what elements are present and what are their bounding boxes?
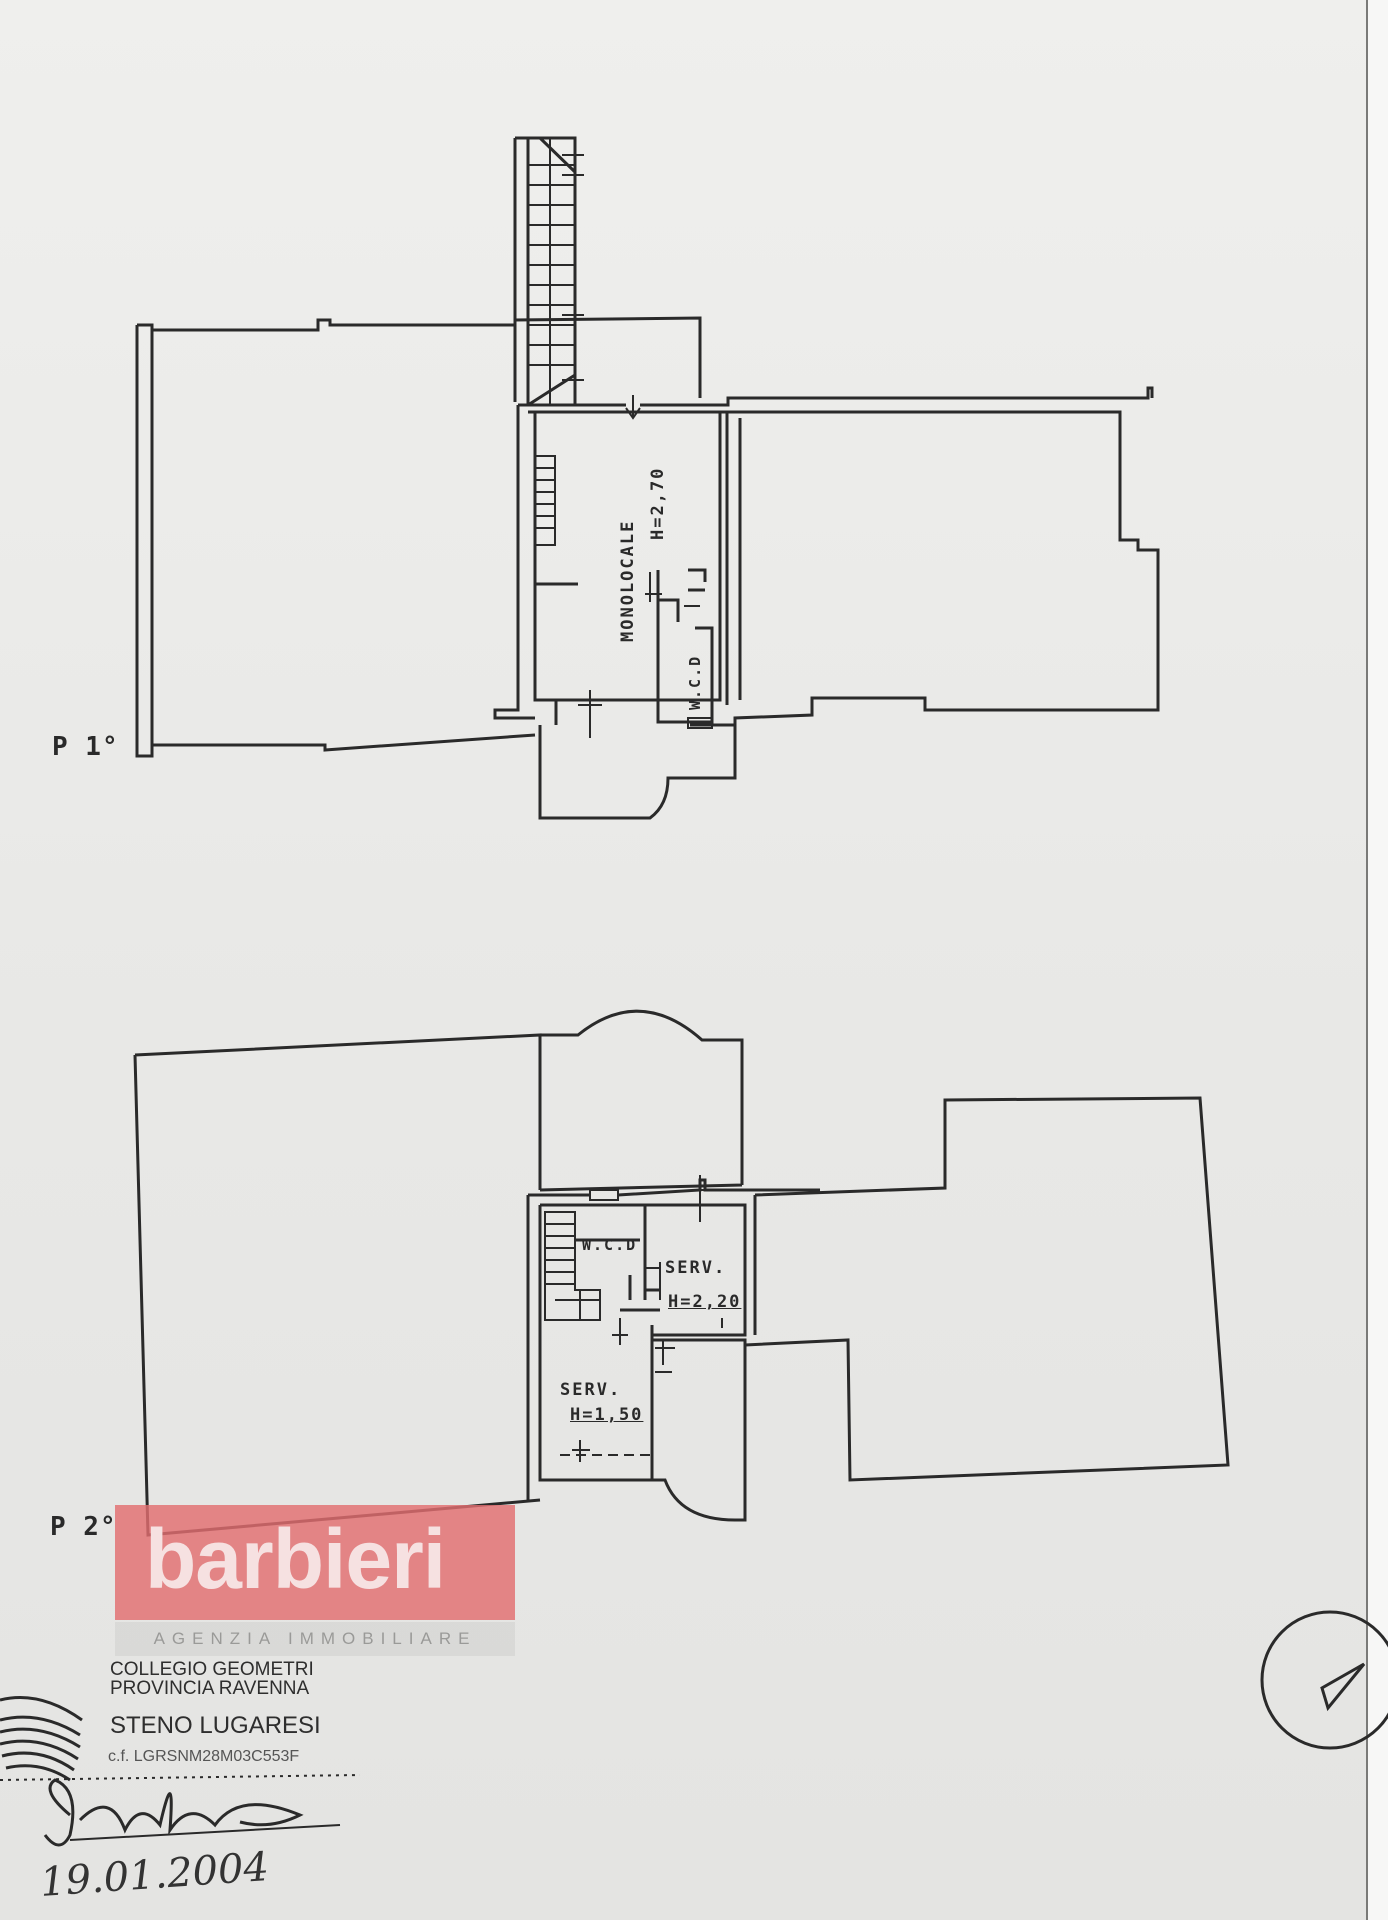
serv-lower-height: H=1,50: [570, 1405, 644, 1425]
p1-porch-door: [578, 690, 602, 738]
north-arrow-icon: [1260, 1610, 1388, 1750]
monolocale-label: MONOLOCALE: [618, 519, 638, 642]
stamp-college: COLLEGIO GEOMETRI PROVINCIA RAVENNA: [110, 1660, 314, 1698]
agency-tagline: AGENZIA IMMOBILIARE: [115, 1622, 515, 1656]
wc-p2-label: W.C.D: [582, 1236, 638, 1254]
p2-wc-door: [612, 1262, 661, 1345]
floor-label-p2: P 2°: [50, 1512, 117, 1542]
wc-p1-label: W.C.D: [686, 654, 704, 710]
p1-internal-stair: [535, 455, 556, 546]
p2-core-window: [589, 1189, 619, 1201]
p1-entry-arrow: [625, 395, 641, 420]
floor-label-p1: P 1°: [52, 732, 119, 762]
p2-left-block-wall: [133, 1033, 542, 1537]
monolocale-height: H=2,70: [648, 466, 668, 540]
p2-serv-lower-door: [655, 1340, 675, 1373]
p1-right-block-wall: [690, 410, 1160, 727]
p1-stair-ticks: [562, 154, 584, 381]
p1-left-block-wall: [135, 316, 702, 758]
p2-right-block-wall: [744, 1096, 1230, 1482]
p2-internal-stair: [544, 1211, 601, 1321]
stamp-tax-code: c.f. LGRSNM28M03C553F: [108, 1748, 300, 1765]
agency-logo-word: barbieri: [145, 1512, 446, 1606]
serv-upper-label: SERV.: [665, 1258, 727, 1278]
p2-serv-lower-arrow: [572, 1440, 590, 1462]
p2-arched-room: [539, 1009, 744, 1192]
p1-unit-outer-wall: [493, 386, 1154, 720]
p2-lower-porch: [652, 1338, 747, 1522]
stamp-college-line2: PROVINCIA RAVENNA: [110, 1678, 310, 1699]
p1-window: [687, 717, 713, 729]
stamp-name: STENO LUGARESI: [110, 1712, 321, 1739]
signature-icon: [43, 1778, 341, 1847]
serv-lower-label: SERV.: [560, 1380, 622, 1400]
floor-plan-p1: [135, 136, 1160, 820]
stamp-college-line1: COLLEGIO GEOMETRI: [110, 1659, 314, 1680]
agency-logo: barbieri: [115, 1505, 515, 1620]
p2-serv-upper-marks: [692, 1175, 723, 1328]
serv-upper-height: H=2,20: [668, 1292, 742, 1312]
p2-core-outer: [526, 1178, 820, 1500]
p2-wc-walls: [575, 1205, 660, 1312]
p1-lower-porch: [538, 700, 737, 820]
sheet-edge: [1366, 0, 1388, 1920]
stamp-seal-icon: [0, 1696, 361, 1782]
p1-bath-door: [645, 572, 700, 607]
p1-stair-treads: [528, 138, 575, 405]
